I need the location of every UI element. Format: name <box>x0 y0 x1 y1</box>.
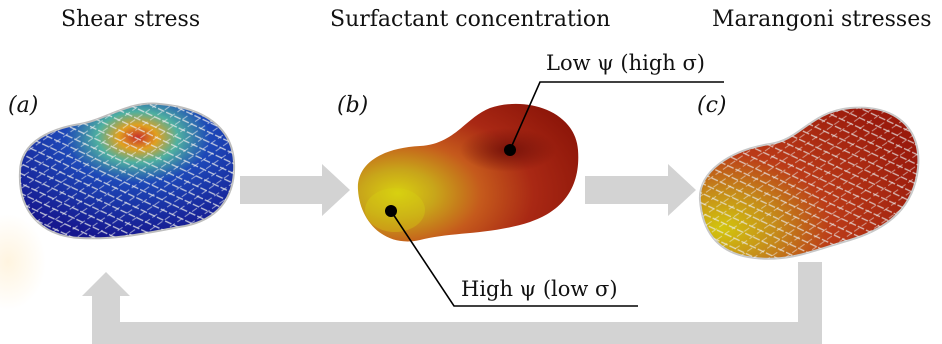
shear-stress-droplet <box>18 102 236 240</box>
panel-label-c: (c) <box>697 93 727 118</box>
heading-shear-stress: Shear stress <box>61 7 200 32</box>
callout-low-label: Low ψ (high σ) <box>546 51 705 75</box>
heading-surfactant-concentration: Surfactant concentration <box>330 7 610 32</box>
background-glow <box>0 214 46 310</box>
heading-marangoni-stresses: Marangoni stresses <box>712 7 932 32</box>
dot-icon <box>504 144 516 156</box>
callout-low-psi: Low ψ (high σ) <box>504 51 724 156</box>
right-arrow-icon <box>585 164 696 216</box>
callout-high-psi: High ψ (low σ) <box>385 205 638 307</box>
right-arrow-icon <box>240 164 350 216</box>
panel-label-a: (a) <box>8 93 38 118</box>
marangoni-droplet <box>698 106 920 260</box>
callout-high-label: High ψ (low σ) <box>461 277 618 301</box>
panel-label-b: (b) <box>337 93 368 118</box>
surfactant-droplet <box>357 103 579 242</box>
dot-icon <box>385 205 397 217</box>
up-arrow-icon <box>82 262 822 344</box>
